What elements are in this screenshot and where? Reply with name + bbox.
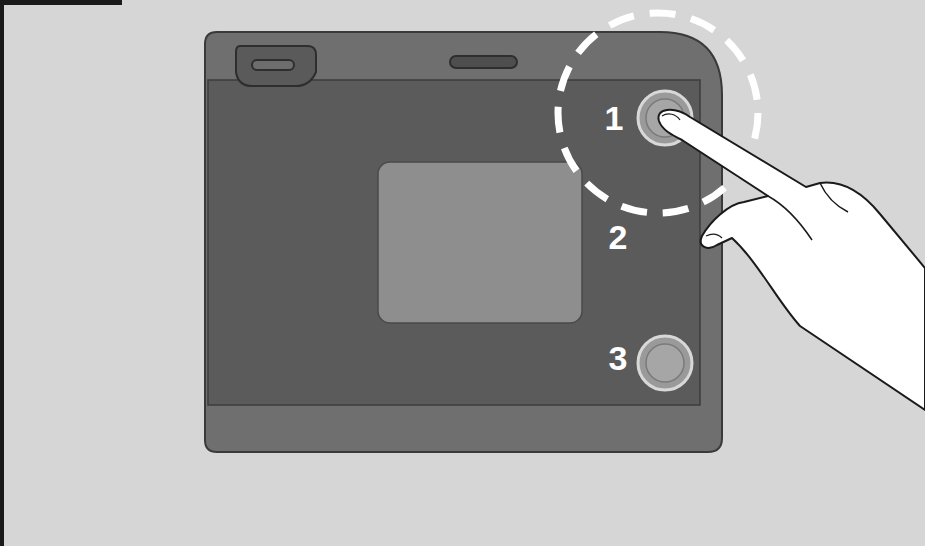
- back-panel: [208, 80, 700, 405]
- hand: [658, 110, 925, 410]
- screen: [378, 162, 582, 323]
- strap-lug: [236, 46, 316, 86]
- top-slot: [450, 56, 517, 68]
- hand-crease: [820, 183, 848, 212]
- fingernail: [662, 114, 680, 120]
- fingernail: [706, 234, 722, 238]
- button-face: [646, 344, 684, 382]
- callout-number: 2: [609, 220, 628, 254]
- press-indicator: [558, 13, 758, 213]
- callout-number: 3: [609, 341, 628, 375]
- frame-edge: [0, 0, 4, 546]
- callout-number: 1: [605, 101, 624, 135]
- frame-tab: [0, 0, 122, 5]
- camera-body: [205, 32, 722, 452]
- hand-crease: [768, 196, 812, 240]
- strap-slot: [252, 60, 294, 70]
- button: [638, 336, 692, 390]
